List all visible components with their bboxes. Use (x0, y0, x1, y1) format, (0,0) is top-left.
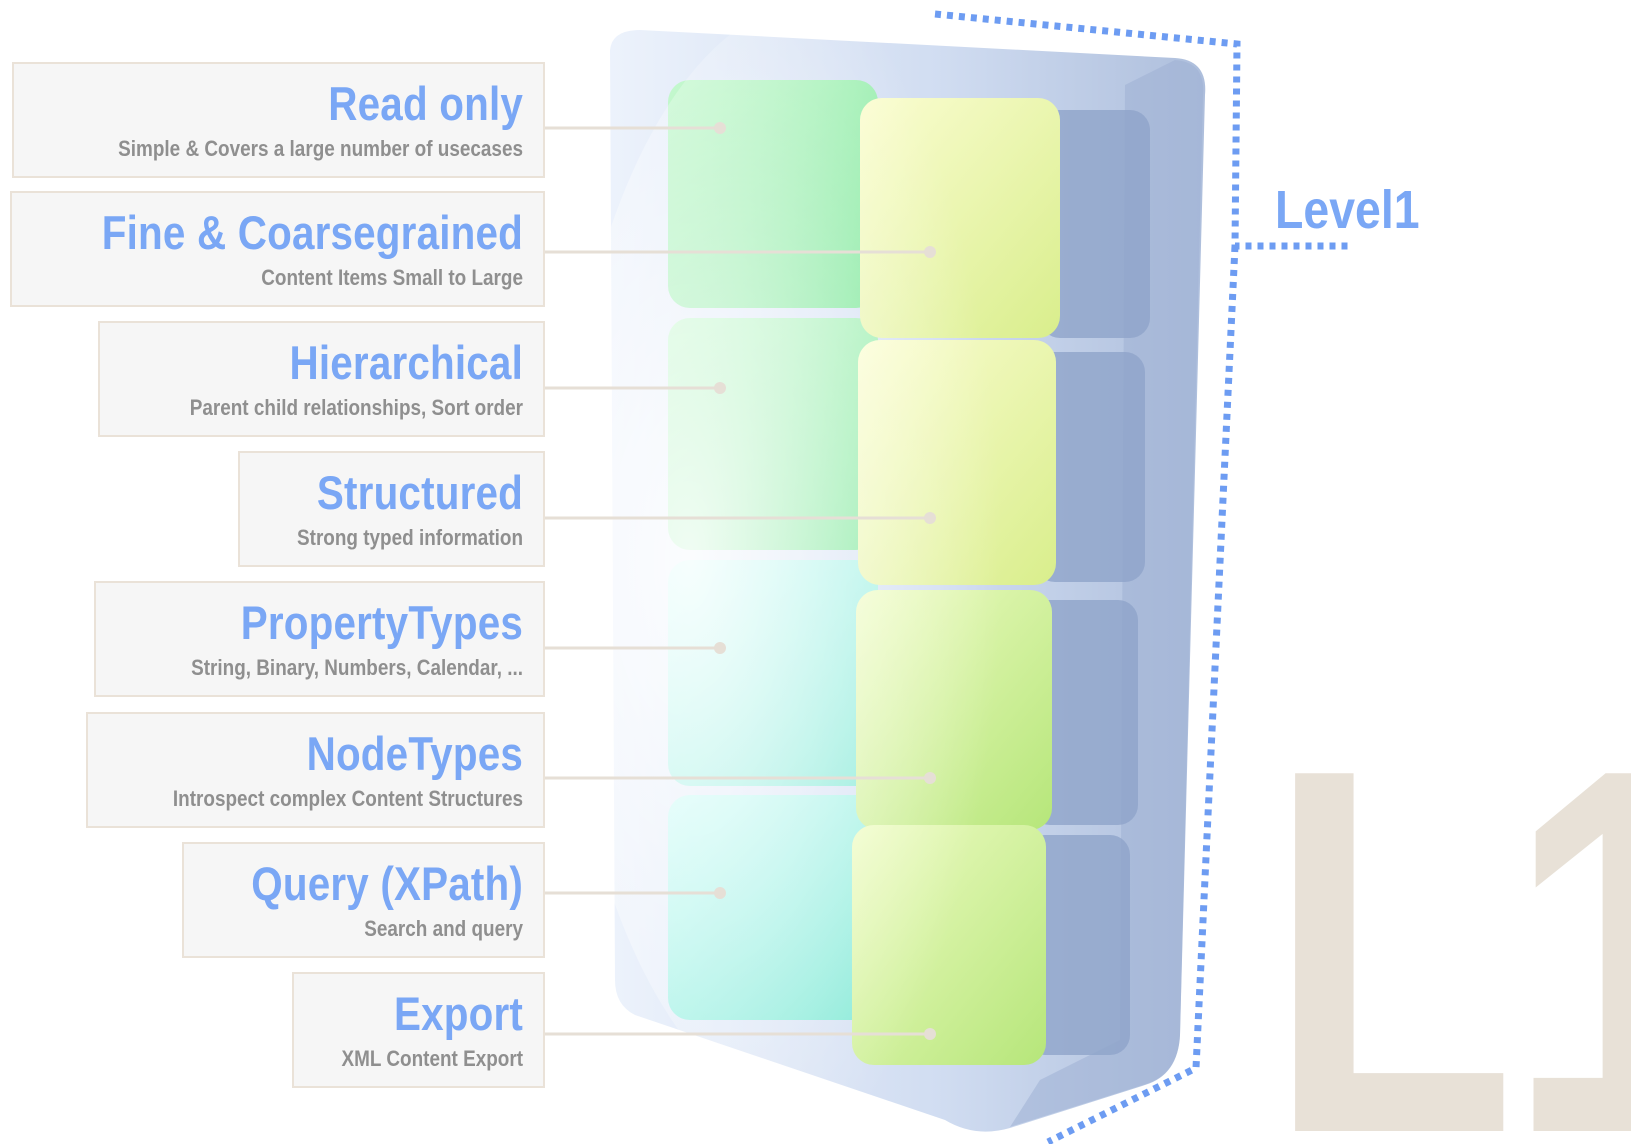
feature-title: Fine & Coarsegrained (101, 206, 524, 259)
feature-box-hierarchical: Hierarchical Parent child relationships,… (98, 321, 545, 437)
connector-dot-7 (714, 887, 726, 899)
connector-dot-4 (924, 512, 936, 524)
feature-title: Structured (316, 466, 523, 519)
feature-box-nodetypes: NodeTypes Introspect complex Content Str… (86, 712, 545, 828)
connector-dot-8 (924, 1028, 936, 1040)
feature-title: Query (XPath) (251, 857, 523, 910)
glow-highlight (560, 0, 1080, 1120)
connector-dot-3 (714, 382, 726, 394)
feature-box-structured: Structured Strong typed information (238, 451, 545, 567)
connector-dot-6 (924, 772, 936, 784)
level-label: Level1 (1275, 180, 1420, 240)
feature-subtitle: Parent child relationships, Sort order (189, 395, 523, 420)
feature-subtitle: Introspect complex Content Structures (172, 786, 523, 811)
connector-dot-2 (924, 246, 936, 258)
feature-title: NodeTypes (306, 727, 523, 780)
level-watermark: L1 (1268, 661, 1631, 1144)
cube-right-4-side (1025, 835, 1130, 1055)
feature-subtitle: Strong typed information (297, 525, 523, 550)
feature-title: Export (393, 987, 523, 1040)
feature-title: Hierarchical (289, 336, 523, 389)
feature-subtitle: Search and query (364, 916, 523, 941)
feature-box-read-only: Read only Simple & Covers a large number… (12, 62, 545, 178)
connector-dot-5 (714, 642, 726, 654)
connector-lines (545, 122, 936, 1040)
feature-subtitle: String, Binary, Numbers, Calendar, ... (191, 655, 524, 680)
feature-subtitle: Content Items Small to Large (261, 265, 523, 290)
feature-subtitle: Simple & Covers a large number of usecas… (118, 136, 524, 161)
connector-dot-1 (714, 122, 726, 134)
feature-subtitle: XML Content Export (341, 1046, 523, 1071)
feature-title: Read only (328, 77, 523, 130)
feature-box-fine-coarsegrained: Fine & Coarsegrained Content Items Small… (10, 191, 545, 307)
feature-box-export: Export XML Content Export (292, 972, 545, 1088)
feature-box-query-xpath: Query (XPath) Search and query (182, 842, 545, 958)
container-right-face (1010, 60, 1204, 1127)
feature-box-propertytypes: PropertyTypes String, Binary, Numbers, C… (94, 581, 545, 697)
cube-right-1-side (1040, 110, 1150, 338)
feature-title: PropertyTypes (240, 596, 523, 649)
